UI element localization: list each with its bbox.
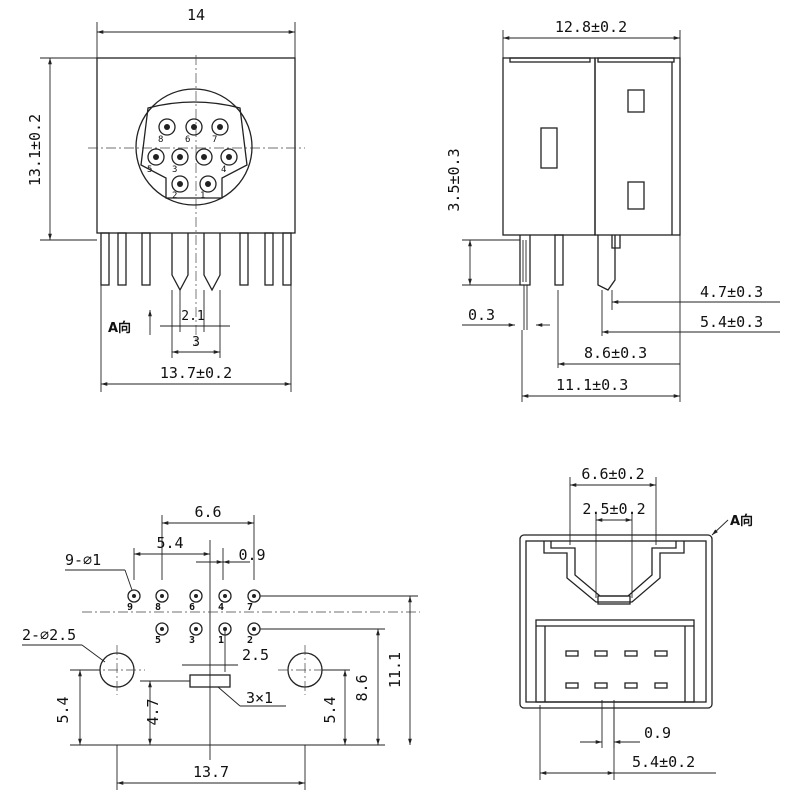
pcb-pin-number: 5	[155, 635, 161, 646]
front-pins	[147, 118, 238, 193]
side-pin-thickness-label: 0.3	[468, 306, 495, 324]
side-body-front	[502, 57, 596, 236]
pcb-holes-small-label: 9-⌀1	[65, 551, 101, 569]
pcb-pitch-66-label: 6.6	[194, 503, 221, 521]
bottom-contact	[624, 650, 638, 657]
front-pin-number: 2	[172, 191, 177, 201]
bottom-a-direction-label: A向	[730, 513, 753, 529]
front-pin	[195, 148, 213, 166]
bottom-dim-25-label: 2.5±0.2	[582, 500, 645, 518]
pcb-h54-right-label: 5.4	[321, 696, 339, 723]
front-pin-pitch-label: 2.1	[181, 309, 204, 324]
pcb-pin-number: 9	[127, 602, 133, 613]
front-pin-number: 8	[158, 135, 163, 145]
front-pin	[158, 118, 176, 136]
pcb-pitch-25-label: 2.5	[242, 646, 269, 664]
bottom-contacts	[565, 650, 668, 689]
bottom-contact	[594, 650, 608, 657]
pcb-hole	[218, 589, 232, 603]
pcb-holes-large-label: 2-⌀2.5	[22, 626, 76, 644]
front-pin-number: 5	[147, 165, 152, 175]
bottom-dim-09-label: 0.9	[644, 724, 671, 742]
bottom-a-direction-arrow	[711, 519, 729, 536]
side-height-label: 3.5±0.3	[445, 148, 463, 211]
pcb-h86-label: 8.6	[353, 674, 371, 701]
side-latch-window	[540, 127, 558, 169]
pcb-pitch-54-label: 5.4	[156, 534, 183, 552]
pcb-pin-number: 6	[189, 602, 195, 613]
bottom-key-tab	[597, 595, 631, 605]
pcb-hole	[189, 622, 203, 636]
side-dim3-label: 8.6±0.3	[584, 344, 647, 362]
front-pin	[171, 175, 189, 193]
pcb-layout-view: 6.6 5.4 0.9 9-⌀1 9 8 6 4 7	[22, 503, 420, 790]
front-pin	[220, 148, 238, 166]
bottom-contact	[654, 650, 668, 657]
front-pin	[199, 175, 217, 193]
pcb-pin-number: 1	[218, 635, 224, 646]
front-pin-number: 1	[200, 191, 205, 201]
pcb-hole	[155, 589, 169, 603]
pcb-width-label: 13.7	[193, 763, 229, 781]
front-pin	[211, 118, 229, 136]
front-height-label: 13.1±0.2	[26, 114, 44, 186]
socket-circle	[135, 88, 253, 206]
side-dim2-label: 5.4±0.3	[700, 313, 763, 331]
front-pin	[185, 118, 203, 136]
front-pin-span-label: 3	[192, 335, 200, 350]
front-width-label: 14	[187, 6, 205, 24]
bottom-contact-block	[535, 619, 695, 703]
pcb-pin-number: 7	[247, 602, 253, 613]
front-pin-number: 7	[212, 135, 217, 145]
front-pin	[171, 148, 189, 166]
pcb-hole	[155, 622, 169, 636]
front-pin-number: 3	[172, 165, 177, 175]
bottom-key-profile	[543, 541, 685, 603]
side-latch-window	[627, 181, 645, 210]
pcb-slot-label: 3×1	[246, 689, 273, 707]
side-view: 12.8±0.2 3.5±0.3 0.3	[445, 18, 780, 402]
pcb-pin-number: 3	[189, 635, 195, 646]
side-dim1-label: 4.7±0.3	[700, 283, 763, 301]
pcb-h54-left-label: 5.4	[54, 696, 72, 723]
front-a-direction-label: A向	[108, 320, 131, 336]
bottom-body-outer	[519, 534, 713, 709]
bottom-body-inner	[525, 540, 707, 703]
bottom-view: 6.6±0.2 2.5±0.2 A向	[519, 465, 753, 780]
bottom-contact	[565, 650, 579, 657]
bottom-contact	[565, 682, 579, 689]
pcb-hole	[189, 589, 203, 603]
pcb-pin-number: 4	[218, 602, 224, 613]
front-pin-number: 4	[221, 165, 226, 175]
front-view: 14 13.1±0.2 8 6 7 5 3 4	[26, 6, 305, 392]
side-pins	[519, 234, 621, 330]
pcb-h47-label: 4.7	[144, 698, 162, 725]
side-latch-window	[627, 89, 645, 113]
bottom-contact	[654, 682, 668, 689]
side-depth-label: 12.8±0.2	[555, 18, 627, 36]
front-pin	[147, 148, 165, 166]
side-dim4-label: 11.1±0.3	[556, 376, 628, 394]
pcb-pitch-09-label: 0.9	[238, 546, 265, 564]
front-base-width-label: 13.7±0.2	[160, 364, 232, 382]
bottom-dim-66-label: 6.6±0.2	[581, 465, 644, 483]
bottom-dim-54-label: 5.4±0.2	[632, 753, 695, 771]
bottom-contact	[624, 682, 638, 689]
pcb-pin-number: 8	[155, 602, 161, 613]
socket-key-outline	[140, 101, 248, 199]
front-legs	[100, 232, 292, 292]
bottom-contact	[594, 682, 608, 689]
pcb-h111-label: 11.1	[386, 652, 404, 688]
pcb-hole	[127, 589, 141, 603]
front-pin-number: 6	[185, 135, 190, 145]
pcb-pin-number: 2	[247, 635, 253, 646]
